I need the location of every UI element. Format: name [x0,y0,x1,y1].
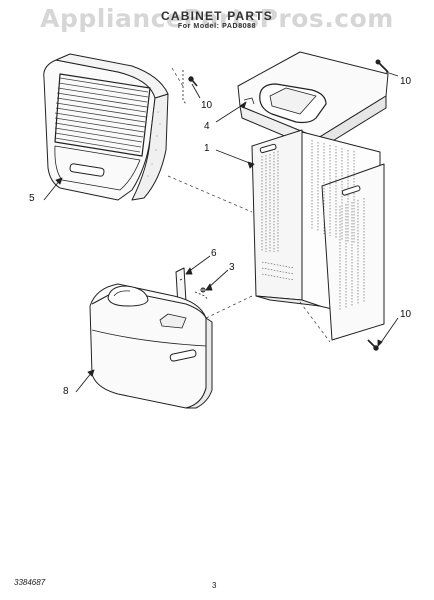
callout-part-6: 6 [211,248,217,259]
callout-part-5: 5 [29,193,35,204]
base-cover [89,283,213,409]
top-screw [375,59,389,73]
model-subtitle: For Model: PAD8088 [177,23,257,30]
bottom-screw [367,339,379,351]
callout-part-10-bottom-screw: 10 [400,309,412,320]
page-number: 3 [212,581,217,590]
grille-screw [182,70,198,105]
watermark: AppliancePartsPros.com [40,4,394,33]
leader-lines [43,71,399,393]
callout-part-1: 1 [204,143,210,154]
page-title: CABINET PARTS [160,9,274,23]
document-code: 3384687 [14,578,46,587]
callout-part-4: 4 [204,121,210,132]
callout-part-8: 8 [63,386,69,397]
callout-part-10-top-screw: 10 [400,76,412,87]
callout-part-10-grille-screw: 10 [201,100,213,111]
title-block: CABINET PARTS For Model: PAD8088 [0,10,434,31]
cabinet-body [251,129,385,341]
front-grille-panel [43,53,169,201]
callout-part-3: 3 [229,262,235,273]
assembly-guides [167,67,331,343]
